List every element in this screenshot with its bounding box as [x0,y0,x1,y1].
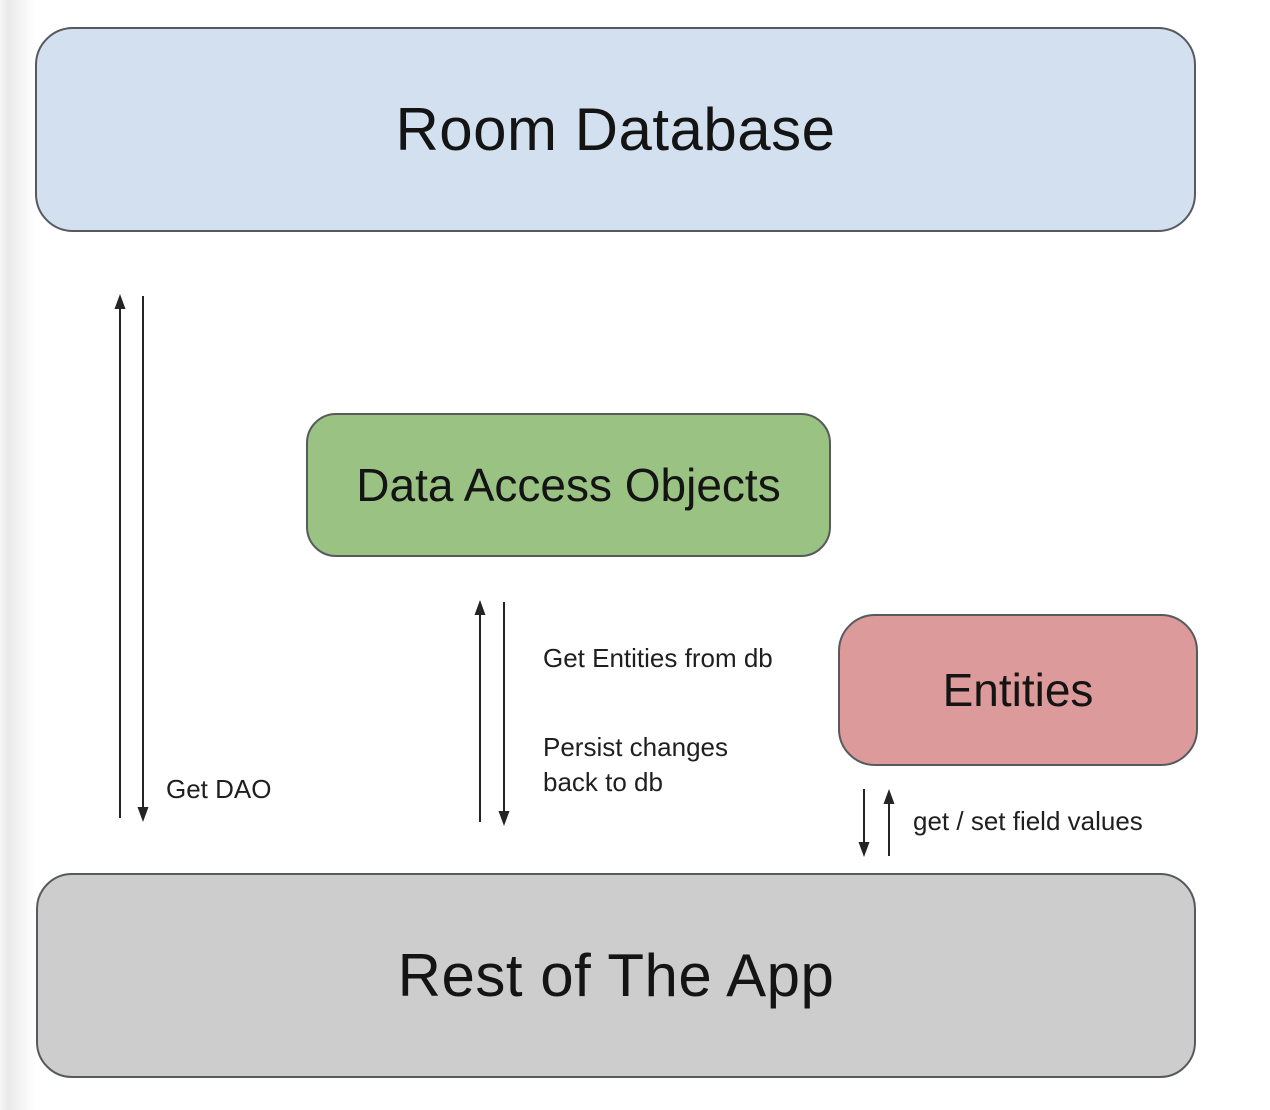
edge-label-persist-changes: Persist changes back to db [543,732,728,797]
node-rest-of-the-app-label: Rest of The App [397,942,835,1009]
node-room-database-label: Room Database [395,96,836,163]
edge-label-get-entities-from-db: Get Entities from db [543,643,773,673]
page-edge-gradient [0,0,36,1110]
node-data-access-objects-label: Data Access Objects [356,459,781,511]
node-data-access-objects: Data Access Objects [306,413,831,557]
arrow-field-values-up [883,789,895,856]
node-entities: Entities [838,614,1198,766]
node-room-database: Room Database [35,27,1196,232]
node-entities-label: Entities [942,664,1094,716]
edge-label-get-dao: Get DAO [166,774,272,804]
edge-label-get-set-field-values: get / set field values [913,806,1143,836]
arrow-get-dao-down [137,296,149,822]
node-rest-of-the-app: Rest of The App [36,873,1196,1078]
arrow-dao-entities-up [474,600,486,822]
arrow-field-values-down [858,789,870,857]
arrow-get-dao-up [114,294,126,818]
arrow-dao-entities-down [498,602,510,826]
